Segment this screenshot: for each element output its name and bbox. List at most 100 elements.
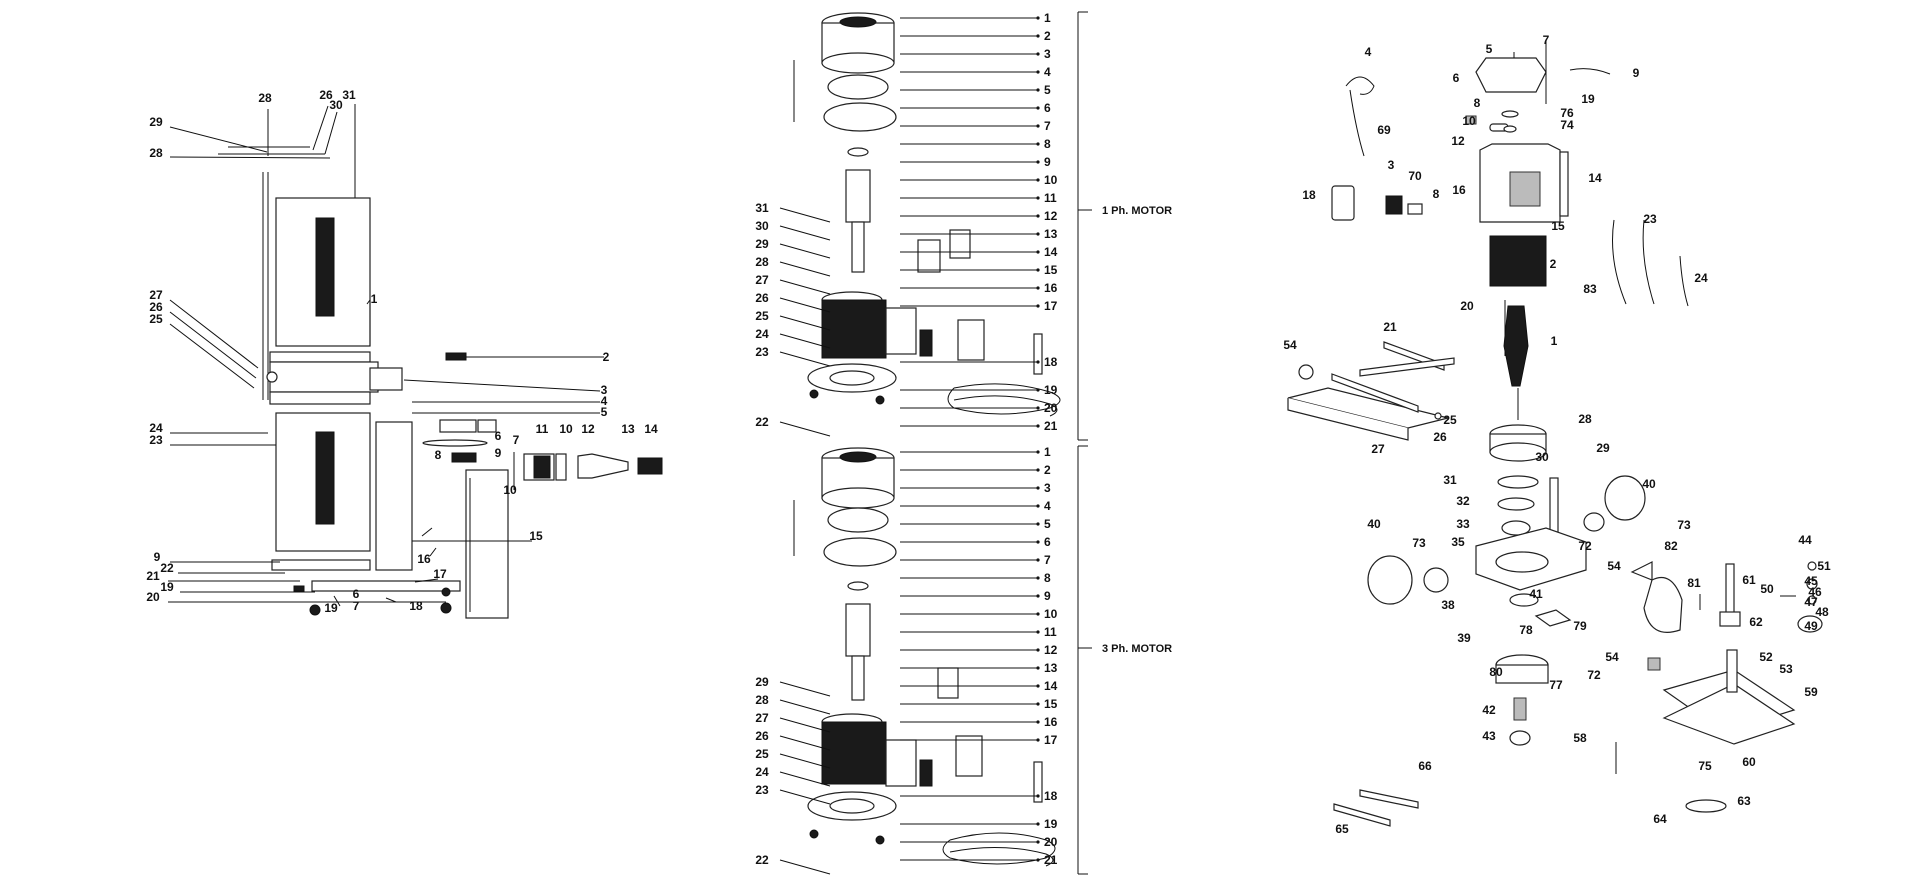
part-number-label: 10 xyxy=(559,422,573,436)
leader-dot xyxy=(1036,468,1040,472)
part-number-label: 38 xyxy=(1441,598,1455,612)
leader-line xyxy=(779,351,831,367)
motor2-title: 3 Ph. MOTOR xyxy=(1102,643,1172,655)
leader-dot xyxy=(1036,250,1040,254)
part-number-label: 21 xyxy=(1044,853,1058,867)
part-number-label: 78 xyxy=(1519,623,1533,637)
band-saw-exploded-view xyxy=(168,104,663,619)
part-number-label: 17 xyxy=(433,567,447,581)
part-number-label: 72 xyxy=(1587,668,1601,682)
part-number-label: 15 xyxy=(1044,697,1058,711)
leader-line xyxy=(779,699,831,715)
part-number-label: 75 xyxy=(1698,759,1712,773)
part-number-label: 19 xyxy=(1044,383,1058,397)
part-number-label: 8 xyxy=(435,448,442,462)
leader-dot xyxy=(1036,214,1040,218)
part-number-label: 54 xyxy=(1605,650,1619,664)
part-number-label: 12 xyxy=(1451,134,1465,148)
part-number-label: 16 xyxy=(1044,281,1058,295)
part-number-label: 7 xyxy=(1044,119,1051,133)
part-number-label: 3 xyxy=(601,383,608,397)
part-number-label: 26 xyxy=(319,88,333,102)
part-number-label: 11 xyxy=(1044,625,1057,639)
part-number-label: 18 xyxy=(1044,355,1058,369)
leader-line xyxy=(779,207,831,223)
part-number-label: 7 xyxy=(513,433,520,447)
part-number-label: 24 xyxy=(1694,271,1708,285)
leader-dot xyxy=(1036,142,1040,146)
part-number-label: 73 xyxy=(1677,518,1691,532)
leader-dot xyxy=(1036,558,1040,562)
part-number-label: 22 xyxy=(755,853,769,867)
part-number-label: 52 xyxy=(1759,650,1773,664)
part-number-label: 14 xyxy=(1044,679,1058,693)
leader-dot xyxy=(1036,612,1040,616)
part-number-label: 27 xyxy=(1371,442,1385,456)
leader-dot xyxy=(1036,88,1040,92)
leader-dot xyxy=(1036,388,1040,392)
part-number-label: 50 xyxy=(1760,582,1774,596)
leader-dot xyxy=(1036,522,1040,526)
leader-line xyxy=(779,753,831,769)
part-number-label: 9 xyxy=(1044,155,1051,169)
part-number-label: 5 xyxy=(601,405,608,419)
part-number-label: 28 xyxy=(258,91,272,105)
part-number-label: 43 xyxy=(1482,729,1496,743)
part-number-label: 19 xyxy=(160,580,174,594)
leader-dot xyxy=(1036,160,1040,164)
part-number-label: 18 xyxy=(409,599,423,613)
part-number-label: 31 xyxy=(1443,473,1457,487)
part-number-label: 41 xyxy=(1529,587,1543,601)
part-number-label: 10 xyxy=(1044,173,1058,187)
part-number-label: 13 xyxy=(621,422,635,436)
part-number-label: 29 xyxy=(1596,441,1610,455)
part-number-label: 28 xyxy=(755,693,769,707)
part-number-label: 13 xyxy=(1044,227,1058,241)
part-number-label: 6 xyxy=(1453,71,1460,85)
part-number-label: 16 xyxy=(1452,183,1466,197)
part-number-label: 15 xyxy=(1044,263,1058,277)
part-number-label: 7 xyxy=(353,599,360,613)
part-number-label: 25 xyxy=(755,747,769,761)
part-number-label: 14 xyxy=(1588,171,1602,185)
leader-dot xyxy=(1036,738,1040,742)
part-number-label: 14 xyxy=(1044,245,1058,259)
part-number-label: 80 xyxy=(1489,665,1503,679)
part-number-label: 18 xyxy=(1302,188,1316,202)
part-number-label: 24 xyxy=(149,421,163,435)
leader-dot xyxy=(1036,286,1040,290)
part-number-label: 7 xyxy=(1044,553,1051,567)
part-number-label: 30 xyxy=(329,98,343,112)
part-number-label: 6 xyxy=(1044,535,1051,549)
part-number-label: 8 xyxy=(1433,187,1440,201)
part-number-label: 20 xyxy=(146,590,160,604)
part-number-label: 45 xyxy=(1804,574,1818,588)
motor-exploded-views xyxy=(793,11,1092,875)
part-number-label: 12 xyxy=(581,422,595,436)
motor1-title: 1 Ph. MOTOR xyxy=(1102,205,1172,217)
part-number-label: 59 xyxy=(1804,685,1818,699)
motor-part-numbers: 3130292827262524232212345678910111213141… xyxy=(755,11,1058,875)
leader-dot xyxy=(1036,406,1040,410)
part-number-label: 17 xyxy=(1044,299,1058,313)
part-number-label: 16 xyxy=(1044,715,1058,729)
part-number-label: 51 xyxy=(1817,559,1831,573)
part-number-label: 83 xyxy=(1583,282,1597,296)
leader-line xyxy=(779,789,831,805)
leader-dot xyxy=(1036,360,1040,364)
part-number-label: 54 xyxy=(1283,338,1297,352)
part-number-label: 24 xyxy=(755,327,769,341)
part-number-label: 26 xyxy=(1433,430,1447,444)
part-number-label: 48 xyxy=(1815,605,1829,619)
part-number-label: 23 xyxy=(755,345,769,359)
part-number-label: 40 xyxy=(1367,517,1381,531)
part-number-label: 28 xyxy=(1578,412,1592,426)
part-number-label: 69 xyxy=(1377,123,1391,137)
part-number-label: 39 xyxy=(1457,631,1471,645)
part-number-label: 12 xyxy=(1044,643,1058,657)
leader-line xyxy=(779,421,831,437)
leader-dot xyxy=(1036,232,1040,236)
leader-dot xyxy=(1036,268,1040,272)
part-number-label: 27 xyxy=(149,288,163,302)
